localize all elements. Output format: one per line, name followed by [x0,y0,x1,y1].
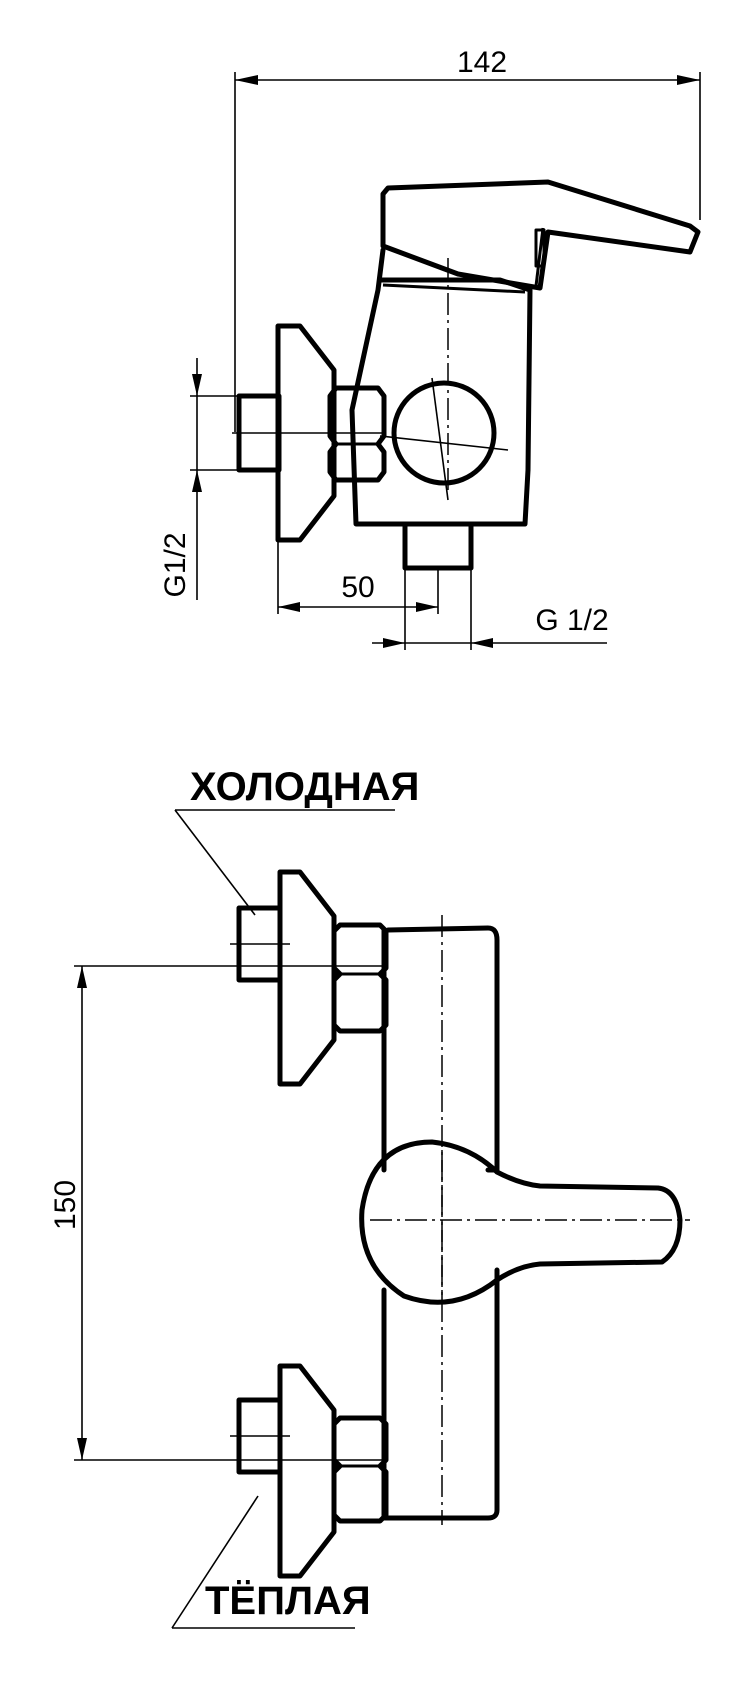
warm-label: ТЁПЛАЯ [205,1579,371,1623]
side-nut [327,385,387,483]
dimension-offset-50: 50 [277,540,439,614]
dimension-label-142: 142 [457,46,507,79]
cold-label: ХОЛОДНАЯ [190,765,419,809]
dimension-width-142: 142 [234,46,701,432]
front-nut-top [331,922,389,1034]
front-nut-bottom [331,1415,389,1524]
front-lever [359,1139,690,1305]
side-view: 142 [159,46,701,650]
front-inlet-top [230,905,290,983]
side-outlet: G 1/2 [372,521,609,650]
side-eccentric-disc [379,377,509,501]
side-inlet-pipe [232,393,384,473]
dimension-label-outlet: G 1/2 [535,604,608,637]
dimension-label-150: 150 [49,1180,82,1230]
side-body [349,247,533,527]
front-view: ХОЛОДНАЯ [49,765,690,1629]
front-inlet-bottom [230,1397,290,1475]
dimension-label-inlet: G1/2 [159,532,192,597]
front-flange-top [277,869,337,1087]
dimension-spacing-150: 150 [49,965,386,1461]
dimension-label-50: 50 [341,571,374,604]
dimension-inlet-thread: G1/2 [159,358,239,600]
warm-callout: ТЁПЛАЯ [171,1495,371,1629]
cold-callout: ХОЛОДНАЯ [174,765,419,916]
side-lever [380,179,701,291]
front-flange-bottom [277,1363,337,1579]
